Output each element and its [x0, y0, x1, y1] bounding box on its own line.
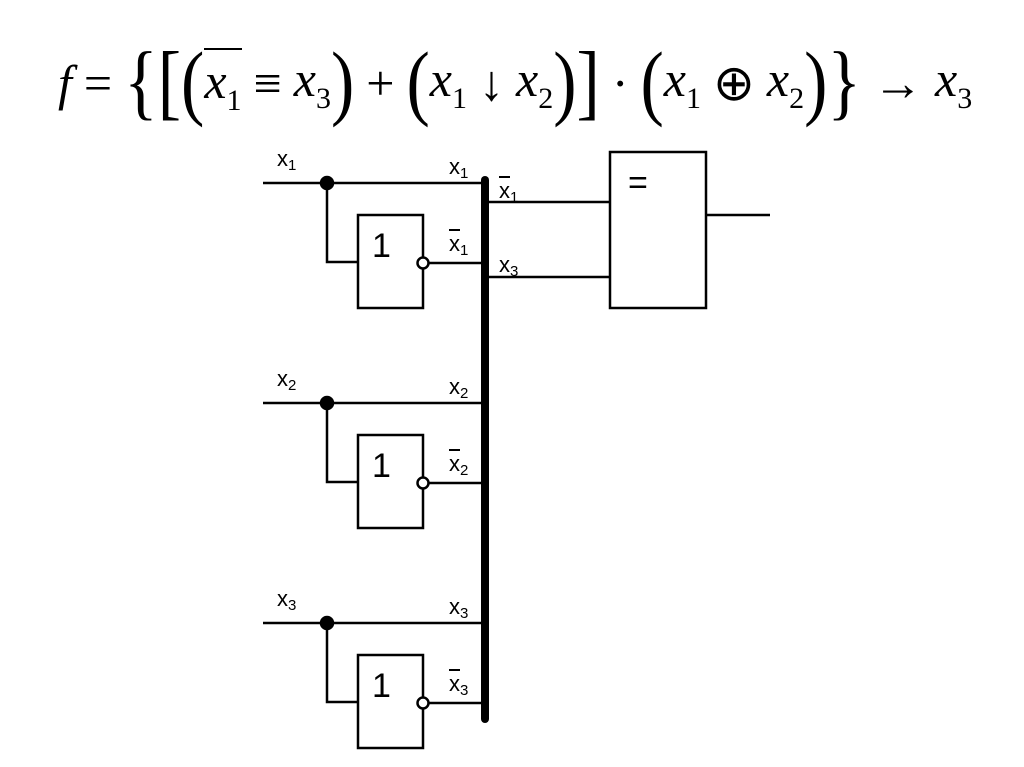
- branch-wire: [325, 623, 358, 704]
- sub: 1: [510, 189, 519, 206]
- formula-implies: →: [873, 55, 924, 111]
- formula-x3: x3: [935, 50, 972, 116]
- var: x: [499, 178, 510, 203]
- bus-label-not-x2: x2: [449, 451, 469, 479]
- junction-dot: [319, 175, 335, 191]
- bus-tap-not-x1-label: x1: [499, 178, 519, 206]
- sub: 3: [510, 263, 519, 280]
- var-x: x: [515, 51, 539, 107]
- var-x: x: [663, 51, 686, 107]
- not-gate-label: 1: [372, 447, 391, 485]
- var: x: [277, 586, 288, 611]
- not-gate-label: 1: [372, 669, 391, 703]
- junction-dot: [319, 615, 335, 631]
- var: x: [449, 231, 460, 256]
- formula-bracket-open: [: [157, 36, 182, 129]
- input-block-x3: [263, 615, 483, 750]
- equivalence-gate-box: [608, 150, 708, 310]
- var: x: [277, 366, 288, 391]
- formula-x3: x3: [294, 50, 331, 116]
- junction-dot: [319, 395, 335, 411]
- formula-paren-open: (: [181, 36, 205, 129]
- equivalence-gate: [488, 150, 770, 310]
- input-label-x2: x2: [277, 366, 297, 394]
- formula-paren-close: ): [804, 36, 828, 129]
- not-gate-label: 1: [372, 449, 391, 483]
- sub: 1: [226, 84, 242, 117]
- inversion-bubble: [416, 256, 430, 270]
- sub: 1: [460, 165, 469, 182]
- branch-wire: [325, 403, 358, 484]
- branch-wire: [325, 183, 358, 264]
- var-x: x: [293, 51, 316, 107]
- formula-nor: ↓: [478, 55, 504, 111]
- formula-brace-open: {: [124, 36, 158, 129]
- input-block-x2: [263, 395, 483, 530]
- var: x: [449, 154, 460, 179]
- bus-tap-x3-label: x3: [499, 252, 519, 280]
- formula-f: f: [58, 55, 72, 111]
- formula-equals: =: [83, 55, 113, 111]
- var: x: [449, 594, 460, 619]
- bus-label-x1: x1: [449, 154, 469, 182]
- bus-label-not-x1: x1: [449, 231, 469, 259]
- formula-not-x1: x1: [204, 48, 242, 118]
- formula-paren-open: (: [406, 36, 430, 129]
- sub: 2: [538, 82, 554, 115]
- sub: 1: [685, 82, 701, 115]
- inversion-bubble: [416, 696, 430, 710]
- formula-paren-close: ): [553, 36, 577, 129]
- formula-paren-close: ): [330, 36, 355, 129]
- sub: 2: [460, 462, 469, 479]
- sub: 1: [451, 82, 467, 115]
- formula-x1: x1: [664, 50, 701, 116]
- sub: 1: [288, 157, 297, 174]
- var: x: [277, 146, 288, 171]
- sub: 3: [315, 82, 331, 115]
- var: x: [449, 374, 460, 399]
- bus-label-x2: x2: [449, 374, 469, 402]
- var-x: x: [935, 51, 958, 107]
- not-gate-label: 1: [372, 229, 391, 263]
- var: x: [449, 451, 460, 476]
- bus-label-not-x3: x3: [449, 671, 469, 699]
- formula-x2: x2: [767, 50, 804, 116]
- var-x: x: [204, 53, 227, 109]
- formula-plus: +: [366, 55, 395, 111]
- sub: 2: [288, 377, 297, 394]
- sub: 2: [789, 82, 805, 115]
- sub: 3: [460, 605, 469, 622]
- not-gate-label: 1: [372, 667, 391, 705]
- input-block-x1: [263, 175, 483, 310]
- sub: 3: [957, 82, 973, 115]
- formula-x1: x1: [430, 50, 467, 116]
- formula-bracket-close: ]: [576, 36, 600, 129]
- var: x: [499, 252, 510, 277]
- formula-equiv: ≡: [253, 55, 282, 111]
- inversion-bubble: [416, 476, 430, 490]
- formula-brace-close: }: [827, 36, 862, 129]
- bus-label-x3: x3: [449, 594, 469, 622]
- formula-and: ·: [611, 55, 629, 111]
- var-x: x: [429, 51, 452, 107]
- var: x: [449, 671, 460, 696]
- formula-paren-open: (: [640, 36, 664, 129]
- sub: 1: [460, 242, 469, 259]
- boolean-formula: f = { [ ( x1 ≡ x3 ) + ( x1 ↓ x2 ) ] · ( …: [58, 38, 972, 128]
- equivalence-gate-label: =: [628, 164, 648, 202]
- sub: 3: [460, 682, 469, 699]
- formula-x2: x2: [516, 50, 553, 116]
- sub: 3: [288, 597, 297, 614]
- input-label-x3: x3: [277, 586, 297, 614]
- formula-xor: ⊕: [712, 55, 755, 111]
- sub: 2: [460, 385, 469, 402]
- input-label-x1: x1: [277, 146, 297, 174]
- var-x: x: [766, 51, 790, 107]
- not-gate-label: 1: [372, 227, 391, 265]
